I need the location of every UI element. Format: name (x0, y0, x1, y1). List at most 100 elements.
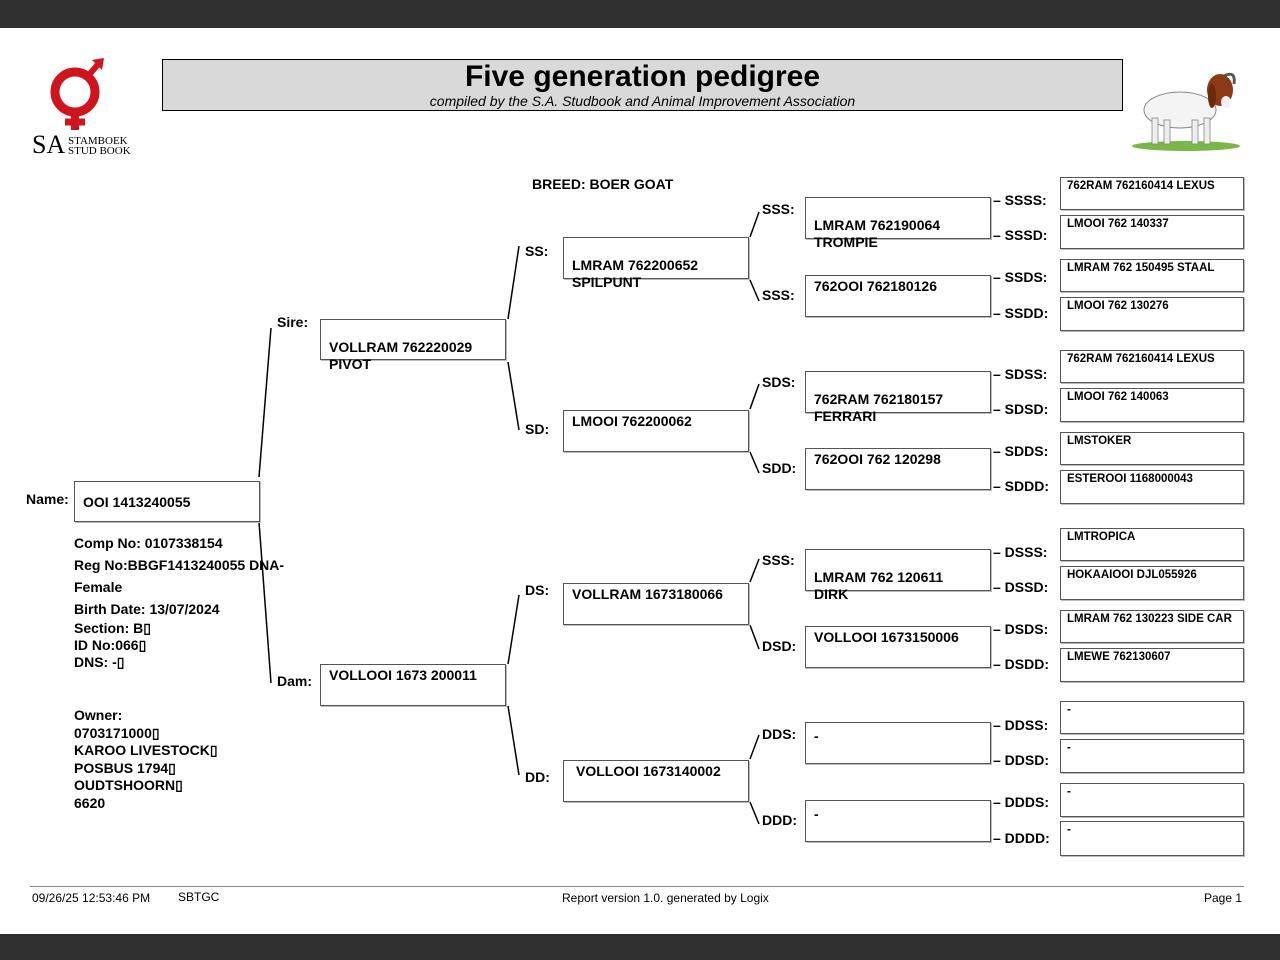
sire-label: Sire: (277, 314, 309, 330)
dds-name: - (814, 728, 819, 744)
sssd-label: – SSSD: (993, 227, 1048, 243)
dns: DNS: -▯ (74, 654, 125, 670)
dssd-box: HOKAAIOOI DJL055926 (1060, 566, 1244, 600)
sdsd-box: LMOOI 762 140063 (1060, 388, 1244, 422)
ddd-label: DDD: (762, 812, 797, 828)
ssss-name: 762RAM 762160414 LEXUS (1067, 180, 1215, 192)
ssss-box: 762RAM 762160414 LEXUS (1060, 177, 1244, 210)
sds-box: 762RAM 762180157 FERRARI (805, 371, 991, 424)
viewer-top-bar (0, 0, 1280, 28)
ssdd-box: LMOOI 762 130276 (1060, 297, 1244, 331)
ssds-label: – SSDS: (993, 269, 1048, 285)
dd-name: VOLLOOI 1673140002 (576, 763, 721, 779)
studbook-logo: SA STAMBOEK STUD BOOK (28, 56, 138, 160)
sd-name: LMOOI 762200062 (572, 413, 692, 429)
sd-label: SD: (525, 421, 550, 437)
sdss-label: – SDSS: (993, 366, 1048, 382)
sdds-name: LMSTOKER (1067, 435, 1132, 447)
sds-name: 762RAM 762180157 FERRARI (814, 391, 944, 424)
footer-report: Report version 1.0. generated by Logix (562, 891, 769, 905)
dsd-name: VOLLOOI 1673150006 (814, 629, 959, 645)
logo-text: SA (32, 130, 66, 159)
owner-details: Owner: 0703171000▯ KAROO LIVESTOCK▯ POSB… (74, 707, 218, 812)
owner-line-5: 6620 (74, 794, 106, 811)
id-no: ID No:066▯ (74, 637, 147, 653)
ssss-label: – SSSS: (993, 192, 1047, 208)
ddsd-name: - (1067, 742, 1071, 754)
sds-label: SDS: (762, 374, 796, 390)
footer-page: Page 1 (1204, 891, 1243, 905)
ddsd-label: – DDSD: (993, 752, 1050, 768)
owner-line-2: KAROO LIVESTOCK▯ (74, 742, 218, 758)
female-symbol-icon (50, 58, 104, 130)
ss-box: LMRAM 762200652 SPILPUNT (563, 237, 749, 290)
sddd-name: ESTEROOI 1168000043 (1067, 473, 1193, 485)
animal-name: OOI 1413240055 (83, 494, 191, 510)
dsdd-box: LMEWE 762130607 (1060, 648, 1244, 682)
logo-subtext-2: STUD BOOK (68, 145, 131, 157)
sire-box: VOLLRAM 762220029 PIVOT (320, 319, 506, 372)
ddds-label: – DDDS: (993, 794, 1050, 810)
ds-label: DS: (525, 582, 550, 598)
dsdd-label: – DSDD: (993, 656, 1050, 672)
name-label: Name: (26, 491, 69, 507)
footer-code: SBTGC (178, 890, 220, 904)
dsss-label: – DSSS: (993, 544, 1048, 560)
sire-name: VOLLRAM 762220029 PIVOT (329, 339, 473, 372)
logo-subtext: STAMBOEK STUD BOOK (68, 135, 131, 157)
sdsd-name: LMOOI 762 140063 (1067, 391, 1169, 403)
sddd-box: ESTEROOI 1168000043 (1060, 470, 1244, 504)
title-banner: Five generation pedigree compiled by the… (162, 59, 1123, 111)
dss-name: LMRAM 762 120611 DIRK (814, 569, 944, 602)
ddss-name: - (1067, 704, 1071, 716)
ssd-box: 762OOI 762180126 (805, 275, 991, 317)
ssd-label: SSS: (762, 287, 795, 303)
breed-label: BREED: BOER GOAT (532, 176, 674, 192)
ss-name: LMRAM 762200652 SPILPUNT (572, 257, 699, 290)
goat-illustration (1128, 66, 1244, 152)
dd-label: DD: (525, 769, 550, 785)
dds-label: DDS: (762, 726, 797, 742)
sdds-box: LMSTOKER (1060, 432, 1244, 465)
dam-name: VOLLOOI 1673 200011 (329, 667, 477, 683)
sss-label: SSS: (762, 201, 795, 217)
sddd-label: – SDDD: (993, 478, 1050, 494)
dssd-name: HOKAAIOOI DJL055926 (1067, 569, 1197, 581)
ddss-box: - (1060, 701, 1244, 734)
ds-box: VOLLRAM 1673180066 (563, 583, 749, 625)
dss-box: LMRAM 762 120611 DIRK (805, 549, 991, 602)
sex: Female (74, 579, 123, 595)
reg-no: Reg No:BBGF1413240055 DNA- (74, 557, 285, 573)
sdss-box: 762RAM 762160414 LEXUS (1060, 350, 1244, 383)
dssd-label: – DSSD: (993, 579, 1049, 595)
ssds-name: LMRAM 762 150495 STAAL (1067, 262, 1215, 274)
ddd-box: - (805, 800, 991, 842)
sdsd-label: – SDSD: (993, 401, 1049, 417)
page-title: Five generation pedigree (464, 60, 821, 93)
dds-box: - (805, 722, 991, 764)
dsds-label: – DSDS: (993, 621, 1049, 637)
sdss-name: 762RAM 762160414 LEXUS (1067, 353, 1215, 365)
footer-datetime: 09/26/25 12:53:46 PM (32, 891, 151, 905)
dsd-label: DSD: (762, 638, 797, 654)
dddd-name: - (1067, 824, 1071, 836)
dsss-name: LMTROPICA (1067, 531, 1136, 543)
animal-name-box: OOI 1413240055 (74, 481, 260, 522)
ddss-label: – DDSS: (993, 717, 1049, 733)
ddds-box: - (1060, 783, 1244, 817)
viewer-bottom-bar (0, 934, 1280, 960)
dsds-box: LMRAM 762 130223 SIDE CAR (1060, 610, 1244, 643)
owner-label: Owner: (74, 707, 123, 723)
sdd-label: SDD: (762, 460, 797, 476)
sdds-label: – SDDS: (993, 443, 1049, 459)
dddd-box: - (1060, 821, 1244, 856)
owner-line-1: 0703171000▯ (74, 724, 160, 741)
animal-codes: Section: B▯ ID No:066▯ DNS: -▯ (74, 620, 151, 671)
sss-name: LMRAM 762190064 TROMPIE (814, 217, 941, 250)
ds-name: VOLLRAM 1673180066 (572, 586, 723, 602)
sssd-name: LMOOI 762 140337 (1067, 218, 1169, 230)
logo-subtext-1: STAMBOEK (68, 135, 128, 147)
sdd-box: 762OOI 762 120298 (805, 448, 991, 490)
dam-box: VOLLOOI 1673 200011 (320, 664, 506, 706)
